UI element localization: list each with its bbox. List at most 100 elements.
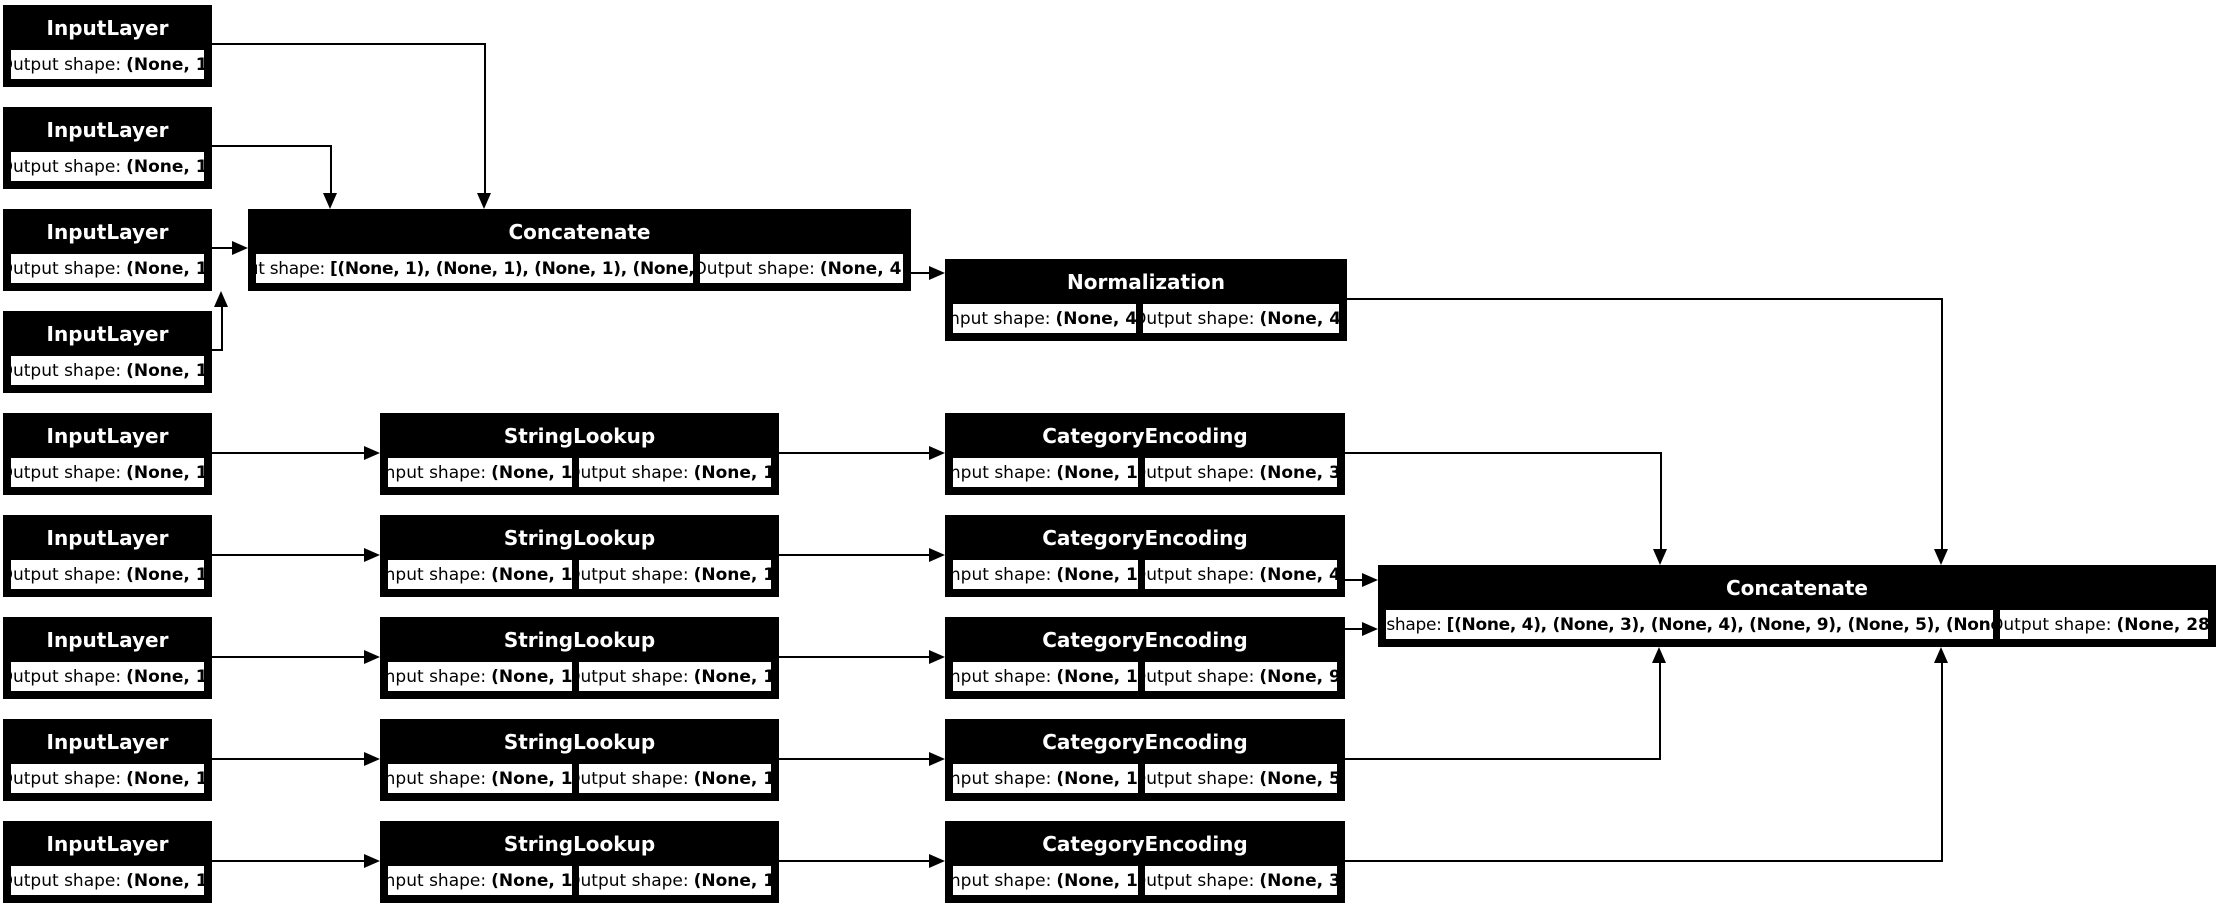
shape-value: (None, 1) bbox=[491, 768, 575, 789]
arrowhead-right-icon bbox=[364, 446, 380, 460]
shape-value: (None, 1) bbox=[693, 462, 771, 483]
arrowhead-up-icon bbox=[1652, 647, 1666, 663]
input-shape-cell: Input shape:(None, 1) bbox=[386, 864, 575, 897]
shape-label: Input shape: bbox=[386, 768, 487, 789]
arrowhead-right-icon bbox=[364, 650, 380, 664]
arrowhead-right-icon bbox=[929, 752, 945, 766]
output-shape-cell: Output shape:(None, 1) bbox=[9, 354, 206, 387]
shape-value: (None, 1) bbox=[693, 870, 771, 891]
node-title: CategoryEncoding bbox=[948, 824, 1342, 864]
node-input-layer-7: InputLayer Output shape:(None, 1) bbox=[3, 617, 212, 699]
output-shape-cell: Output shape:(None, 1) bbox=[577, 762, 773, 795]
node-input-layer-2: InputLayer Output shape:(None, 1) bbox=[3, 107, 212, 189]
output-shape-cell: Output shape:(None, 1) bbox=[9, 558, 206, 591]
shape-value: (None, 1) bbox=[491, 666, 575, 687]
shape-value: (None, 1) bbox=[126, 870, 204, 891]
shape-label: Output shape: bbox=[577, 462, 689, 483]
arrowhead-right-icon bbox=[1362, 622, 1378, 636]
arrowhead-down-icon bbox=[323, 193, 337, 209]
shape-value: (None, 1) bbox=[126, 156, 204, 177]
edge-input1-concat bbox=[484, 43, 486, 193]
node-concatenate-numeric: Concatenate Input shape:[(None, 1), (Non… bbox=[248, 209, 911, 291]
shape-value: (None, 4) bbox=[819, 258, 905, 279]
shape-value: (None, 3) bbox=[1259, 870, 1337, 891]
output-shape-cell: Output shape:(None, 1) bbox=[9, 252, 206, 285]
arrowhead-right-icon bbox=[232, 241, 248, 255]
node-category-encoding-2: CategoryEncoding Input shape:(None, 1) O… bbox=[945, 515, 1345, 597]
shape-label: Input shape: bbox=[951, 564, 1052, 585]
input-shape-cell: Input shape:(None, 1) bbox=[386, 762, 575, 795]
edge-input2-concat bbox=[212, 145, 332, 147]
shape-label: Output shape: bbox=[9, 258, 122, 279]
shape-label: Output shape: bbox=[697, 258, 815, 279]
output-shape-cell: Output shape:(None, 4) bbox=[1142, 558, 1339, 591]
node-title: StringLookup bbox=[383, 416, 776, 456]
arrowhead-right-icon bbox=[929, 650, 945, 664]
shape-label: Input shape: bbox=[1386, 614, 1442, 635]
shape-value: (None, 1) bbox=[491, 870, 575, 891]
node-input-layer-3: InputLayer Output shape:(None, 1) bbox=[3, 209, 212, 291]
node-title: StringLookup bbox=[383, 824, 776, 864]
edge-input8-lookup4 bbox=[212, 758, 364, 760]
arrowhead-up-icon bbox=[1934, 647, 1948, 663]
edge-input9-lookup5 bbox=[212, 860, 364, 862]
node-input-layer-9: InputLayer Output shape:(None, 1) bbox=[3, 821, 212, 903]
shape-label: Output shape: bbox=[577, 564, 689, 585]
input-shape-cell: Input shape:[(None, 4), (None, 3), (None… bbox=[1384, 608, 1995, 641]
shape-label: Output shape: bbox=[9, 462, 122, 483]
node-title: Normalization bbox=[948, 262, 1344, 302]
edge-lookup5-catenc5 bbox=[779, 860, 929, 862]
edge-input7-lookup3 bbox=[212, 656, 364, 658]
shape-value: [(None, 4), (None, 3), (None, 4), (None,… bbox=[1446, 614, 1995, 635]
edge-input6-lookup2 bbox=[212, 554, 364, 556]
node-string-lookup-4: StringLookup Input shape:(None, 1) Outpu… bbox=[380, 719, 779, 801]
edge-input5-lookup1 bbox=[212, 452, 364, 454]
node-title: StringLookup bbox=[383, 518, 776, 558]
edge-catenc1-concatfinal bbox=[1660, 452, 1662, 549]
output-shape-cell: Output shape:(None, 1) bbox=[9, 150, 206, 183]
shape-label: Output shape: bbox=[1142, 462, 1255, 483]
arrowhead-right-icon bbox=[929, 446, 945, 460]
node-title: CategoryEncoding bbox=[948, 518, 1342, 558]
node-input-layer-1: InputLayer Output shape:(None, 1) bbox=[3, 5, 212, 87]
node-title: Concatenate bbox=[1381, 568, 2213, 608]
node-title: Concatenate bbox=[251, 212, 908, 252]
shape-value: (None, 1) bbox=[1056, 768, 1140, 789]
node-input-layer-4: InputLayer Output shape:(None, 1) bbox=[3, 311, 212, 393]
arrowhead-right-icon bbox=[364, 752, 380, 766]
node-title: InputLayer bbox=[6, 8, 209, 48]
shape-label: Output shape: bbox=[9, 768, 122, 789]
output-shape-cell: Output shape:(None, 1) bbox=[577, 660, 773, 693]
shape-value: (None, 1) bbox=[126, 54, 204, 75]
shape-value: (None, 1) bbox=[126, 360, 204, 381]
edge-input4-concat bbox=[221, 307, 223, 351]
shape-label: Input shape: bbox=[951, 308, 1051, 329]
node-concatenate-final: Concatenate Input shape:[(None, 4), (Non… bbox=[1378, 565, 2216, 647]
shape-value: (None, 1) bbox=[491, 564, 575, 585]
node-title: InputLayer bbox=[6, 110, 209, 150]
node-title: InputLayer bbox=[6, 416, 209, 456]
output-shape-cell: Output shape:(None, 3) bbox=[1142, 456, 1339, 489]
shape-value: (None, 4) bbox=[1055, 308, 1138, 329]
node-title: InputLayer bbox=[6, 212, 209, 252]
arrowhead-right-icon bbox=[364, 854, 380, 868]
node-title: InputLayer bbox=[6, 722, 209, 762]
node-string-lookup-1: StringLookup Input shape:(None, 1) Outpu… bbox=[380, 413, 779, 495]
arrowhead-down-icon bbox=[1934, 549, 1948, 565]
shape-value: [(None, 1), (None, 1), (None, 1), (None,… bbox=[329, 258, 695, 279]
node-input-layer-5: InputLayer Output shape:(None, 1) bbox=[3, 413, 212, 495]
shape-value: (None, 1) bbox=[1056, 870, 1140, 891]
node-title: InputLayer bbox=[6, 620, 209, 660]
shape-label: Input shape: bbox=[386, 666, 487, 687]
edge-normalization-concatfinal bbox=[1941, 298, 1943, 549]
shape-label: Output shape: bbox=[1140, 308, 1255, 329]
node-category-encoding-4: CategoryEncoding Input shape:(None, 1) O… bbox=[945, 719, 1345, 801]
input-shape-cell: Input shape:(None, 1) bbox=[386, 660, 575, 693]
node-input-layer-8: InputLayer Output shape:(None, 1) bbox=[3, 719, 212, 801]
shape-label: Output shape: bbox=[1142, 666, 1255, 687]
shape-value: (None, 1) bbox=[126, 258, 204, 279]
shape-value: (None, 1) bbox=[126, 768, 204, 789]
shape-label: Output shape: bbox=[9, 666, 122, 687]
arrowhead-up-icon bbox=[214, 291, 228, 307]
